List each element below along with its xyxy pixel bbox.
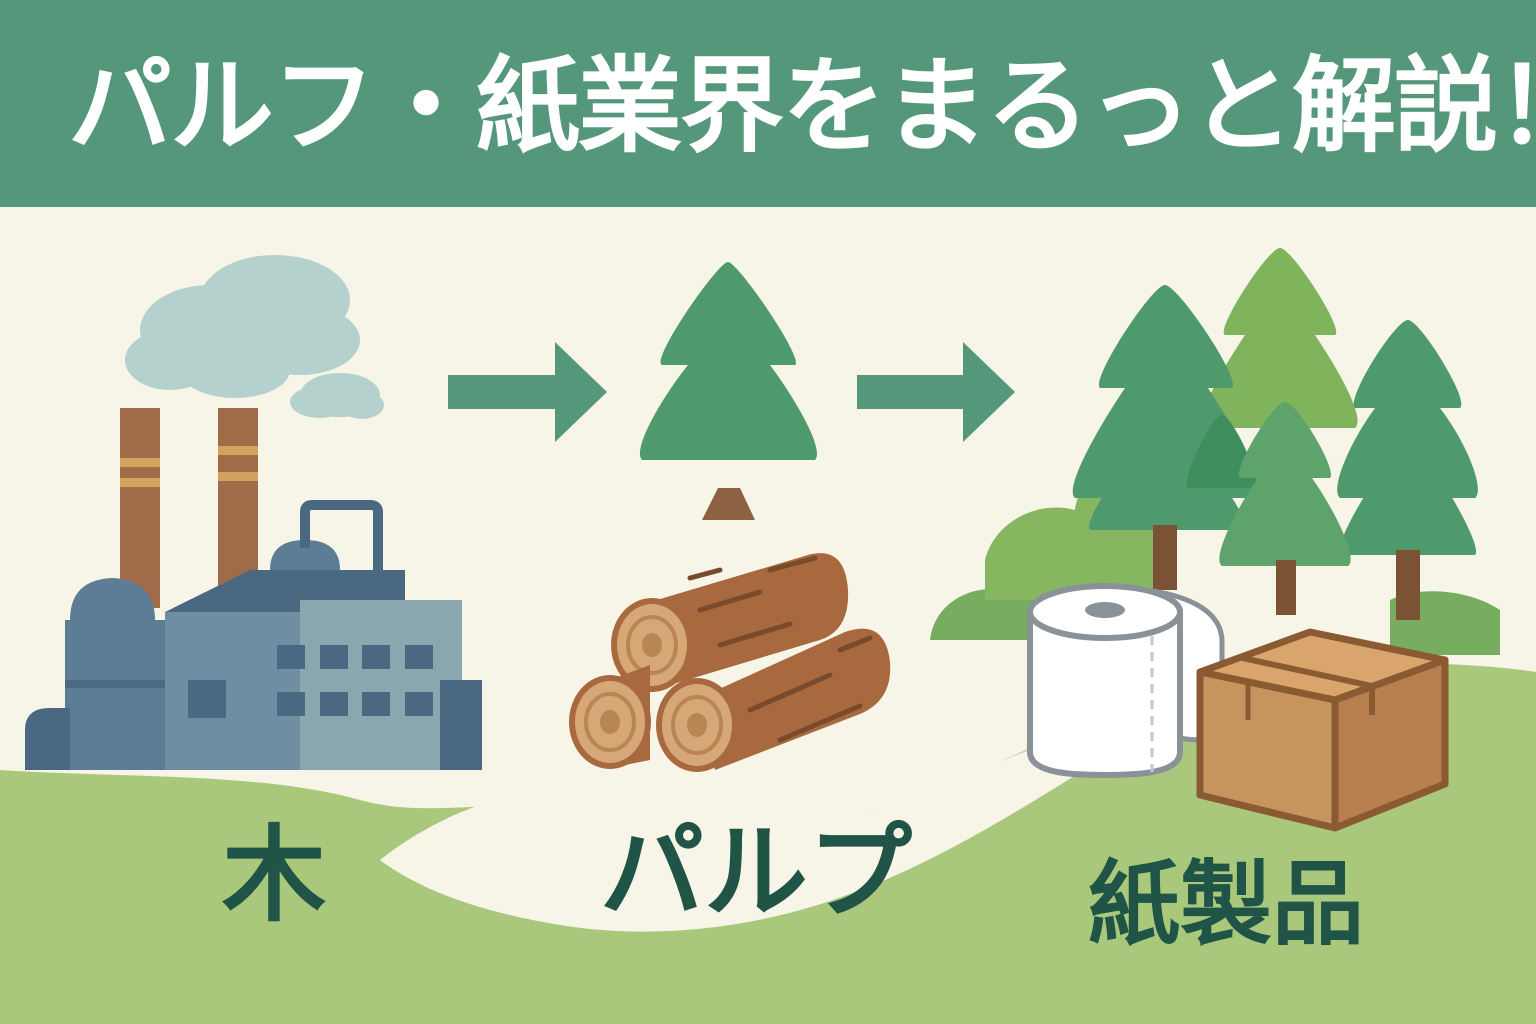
toilet-paper-roll-icon — [1027, 583, 1225, 779]
smoke-cloud-icon — [125, 255, 384, 419]
title-banner: パルフ・紙業界をまるっと解説！ — [0, 0, 1536, 207]
forest-icon — [930, 248, 1500, 655]
log-pile-icon — [569, 553, 891, 772]
label-pulp: パルプ — [600, 811, 913, 933]
page-title: パルフ・紙業界をまるっと解説！ — [68, 45, 1536, 167]
factory-icon — [25, 408, 482, 770]
label-paper-products: 紙製品 — [1088, 851, 1365, 958]
arrow-right-icon — [857, 342, 1015, 442]
cardboard-box-icon — [1196, 628, 1449, 832]
label-wood: 木 — [222, 814, 327, 936]
pine-tree-icon — [639, 262, 818, 520]
arrow-right-icon — [448, 342, 607, 442]
